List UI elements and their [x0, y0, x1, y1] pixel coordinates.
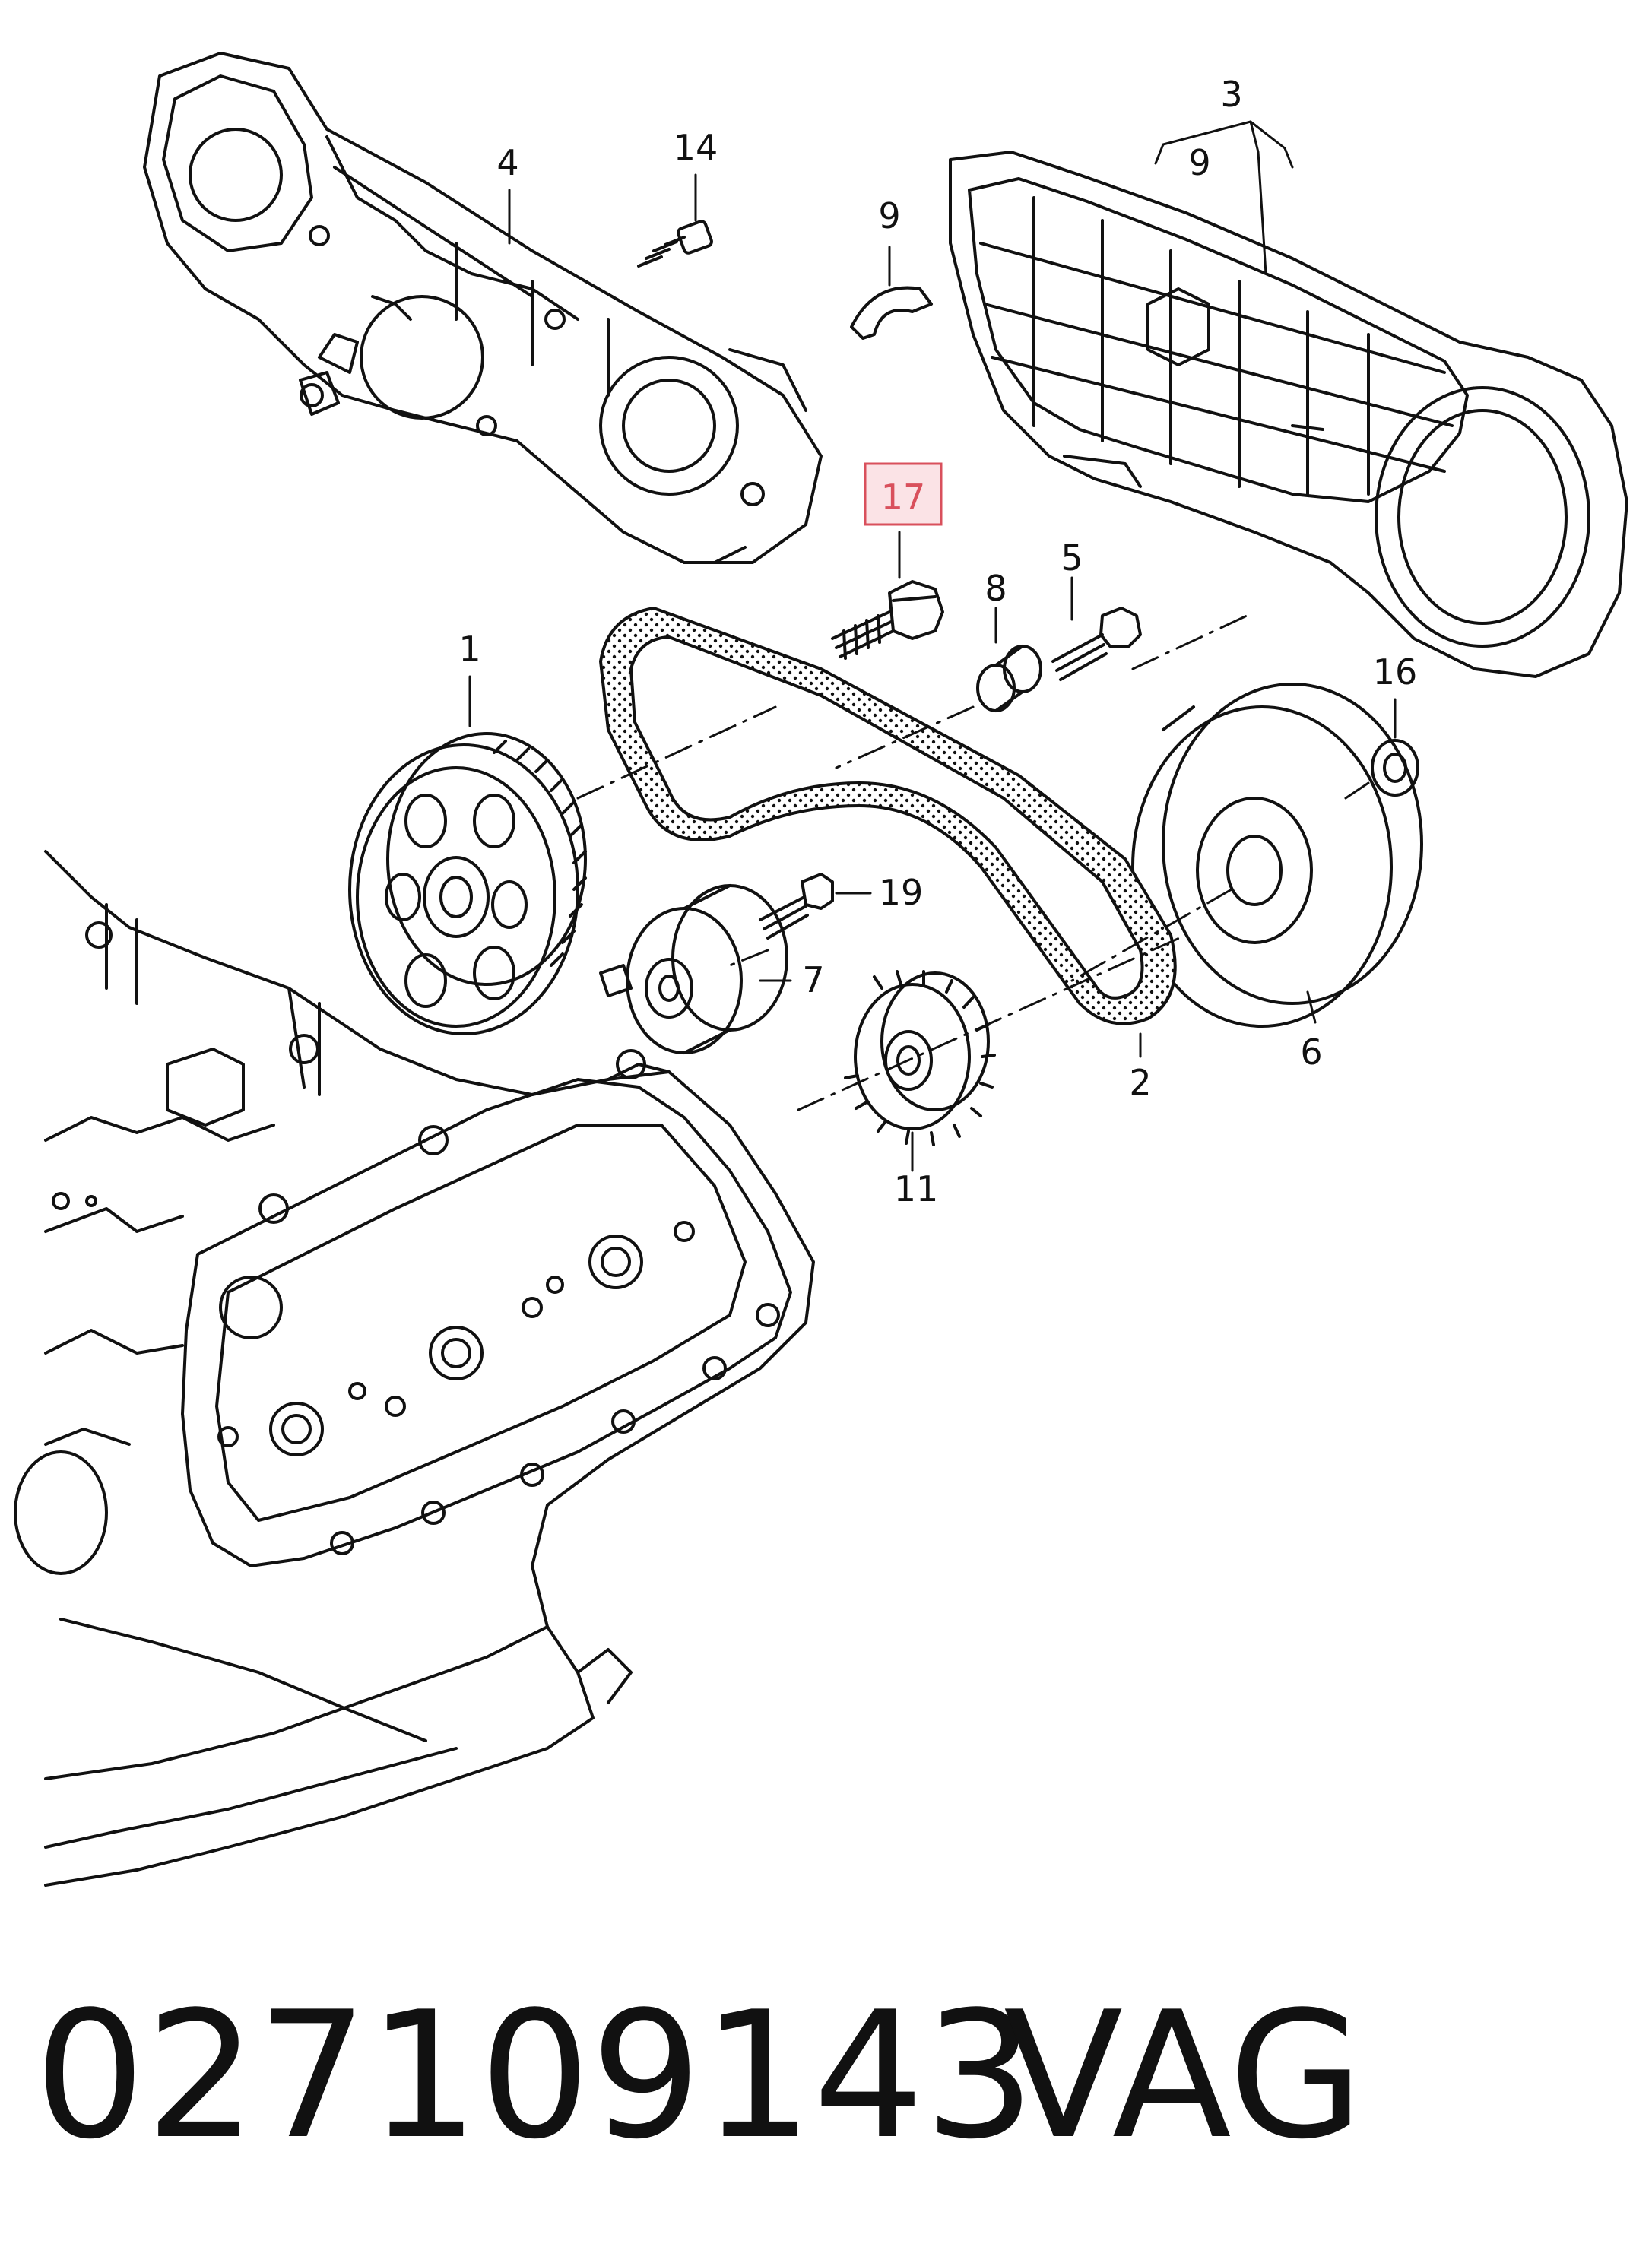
spacer-sleeve-part-8: [976, 645, 1042, 712]
callout-5: 5: [1061, 537, 1083, 578]
callout-8: 8: [985, 568, 1007, 609]
callout-9-clip: 9: [878, 195, 900, 236]
bolt-part-5: [1051, 607, 1142, 681]
bolt-part-14: [637, 220, 713, 268]
clip-part-9: [850, 286, 933, 340]
callout-11: 11: [894, 1168, 939, 1209]
callout-16: 16: [1373, 651, 1418, 693]
bolt-part-17: [831, 580, 944, 660]
callout-7: 7: [802, 959, 824, 1000]
assembly-axes: [576, 614, 1370, 1111]
callout-4: 4: [496, 142, 518, 183]
crankshaft-sprocket-part-11: [844, 970, 996, 1146]
bolt-part-19: [759, 873, 834, 940]
tensioner-pulley-part-7: [599, 884, 788, 1054]
brand-name: VAG: [1004, 1975, 1364, 2178]
highlight-box-part-17: [864, 462, 943, 526]
callout-17: 17: [881, 477, 926, 518]
camshaft-sprocket-part-1: [348, 732, 587, 1035]
callout-19: 19: [879, 872, 924, 913]
callout-9-cover: 9: [1188, 142, 1210, 183]
callout-2: 2: [1129, 1062, 1151, 1103]
callout-3: 3: [1220, 74, 1242, 115]
callout-1: 1: [458, 629, 480, 670]
leader-lines: [468, 120, 1397, 1172]
callout-6: 6: [1300, 1032, 1322, 1073]
callout-14: 14: [674, 127, 718, 168]
vibration-damper-part-6: [1131, 683, 1423, 1028]
rear-timing-cover-part-4: [143, 52, 823, 564]
part-number: 027109143: [34, 1975, 1035, 2178]
timing-belt-part-2: [599, 607, 1177, 1025]
front-timing-cover-part-3: [949, 151, 1628, 678]
engine-block: [14, 850, 815, 1887]
